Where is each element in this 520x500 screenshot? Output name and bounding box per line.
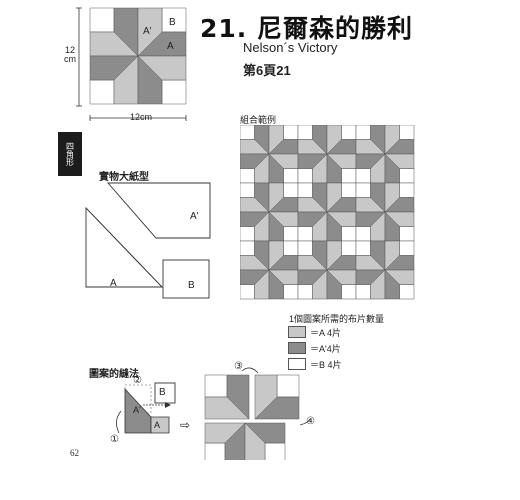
legend-swatch-white: [288, 358, 306, 370]
step-piece-a: [150, 416, 170, 434]
method-label-a: A: [154, 420, 161, 430]
assembly-diagram: [204, 367, 311, 460]
block-pattern: [89, 7, 187, 105]
patch-b: [399, 240, 415, 256]
patch-b: [399, 168, 415, 184]
patch-b: [240, 182, 255, 198]
patch-b: [240, 168, 255, 184]
english-title: Nelson´s Victory: [243, 40, 338, 55]
patch-a: [204, 396, 250, 420]
width-label: 12cm: [130, 112, 153, 122]
patch-b: [355, 284, 371, 300]
template-piece-b: [162, 259, 210, 299]
patch-a: [244, 422, 286, 444]
patch-b: [399, 226, 415, 242]
template-piece-a-edge: [85, 207, 163, 288]
combo-heading: 組合範例: [240, 115, 277, 125]
patch-b: [297, 168, 313, 184]
template-label-a-prime: A': [190, 211, 199, 222]
patch-b: [161, 79, 187, 105]
side-tab: 四角形: [58, 132, 82, 176]
height-label: 12 cm: [64, 45, 76, 64]
patch-b: [283, 182, 299, 198]
page-reference: 第6頁21: [243, 63, 291, 78]
template-label-b: B: [188, 280, 195, 291]
patch-a: [254, 396, 300, 420]
step4-marker: ④: [306, 416, 315, 427]
patch-b: [283, 125, 299, 140]
patch-b: [355, 226, 371, 242]
patch-b: [341, 284, 357, 300]
page-title: 21. 尼爾森的勝利: [200, 14, 413, 43]
method-step-diagram: [116, 382, 176, 434]
patch-b: [283, 284, 299, 300]
step1-marker: ①: [110, 434, 119, 445]
patch-b: [283, 168, 299, 184]
patch-b: [297, 226, 313, 242]
patch-b: [264, 442, 286, 460]
legend-swatch-light: [288, 326, 306, 338]
patch-b: [341, 125, 357, 140]
legend-swatch-dark: [288, 342, 306, 354]
legend-text-b: ＝B 4片: [310, 360, 342, 370]
patch-b: [341, 226, 357, 242]
patch-b: [283, 226, 299, 242]
patch-a: [137, 55, 187, 81]
patch-b: [355, 240, 371, 256]
patch-b: [89, 7, 115, 33]
template-heading: 實物大紙型: [99, 172, 149, 183]
patch-b: [283, 240, 299, 256]
patch-b: [240, 240, 255, 256]
legend-text-a: ＝A 4片: [310, 328, 342, 338]
patch-b: [240, 226, 255, 242]
patch-b: [399, 284, 415, 300]
method-label-b: B: [159, 387, 166, 398]
patch-b: [276, 374, 300, 398]
step2-marker: ②: [133, 375, 142, 386]
patch-b: [89, 79, 115, 105]
method-label-a-prime: A': [133, 405, 141, 415]
block-diagram: [76, 7, 187, 121]
patch-b: [240, 284, 255, 300]
patch-b: [355, 182, 371, 198]
step1-arrow: [116, 410, 122, 434]
page-number: 62: [70, 448, 79, 458]
patch-b: [355, 168, 371, 184]
assembly-pieces: [204, 374, 300, 460]
combination-grid: [240, 125, 415, 300]
template-pieces: [85, 182, 211, 299]
patch-b: [204, 442, 226, 460]
patch-b: [341, 168, 357, 184]
step3-marker: ③: [234, 361, 243, 372]
patch-b: [399, 182, 415, 198]
method-heading: 圖案的縫法: [89, 369, 139, 380]
block-label-a-prime: A': [143, 26, 152, 37]
patch-b: [297, 240, 313, 256]
patch-a: [384, 153, 415, 169]
patch-a: [384, 211, 415, 227]
step-arrow-head: [165, 402, 171, 408]
step4-arrow: [299, 418, 311, 426]
patch-b: [240, 125, 255, 140]
block-label-a: A: [167, 41, 174, 52]
legend-heading: 1個圖案所需的布片數量: [289, 314, 385, 324]
patch-a: [384, 269, 415, 285]
patch-b: [297, 284, 313, 300]
step3-arrow: [241, 367, 259, 374]
block-label-b: B: [169, 17, 176, 28]
combination-example: [240, 125, 415, 300]
patch-b: [297, 182, 313, 198]
patch-b: [355, 125, 371, 140]
patch-b: [341, 240, 357, 256]
legend-text-a-prime: ＝A'4片: [310, 344, 341, 354]
patch-b: [297, 125, 313, 140]
template-label-a: A: [110, 278, 117, 289]
patch-b: [399, 125, 415, 140]
template-piece-a-prime: [107, 182, 211, 239]
patch-b: [341, 182, 357, 198]
patch-b: [204, 374, 228, 398]
flow-arrow: ⇨: [180, 418, 191, 432]
